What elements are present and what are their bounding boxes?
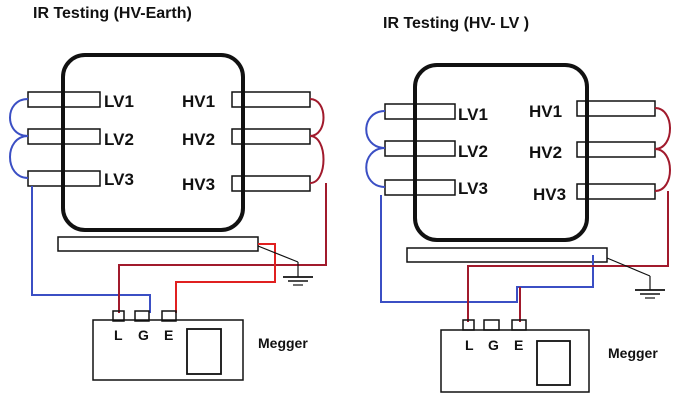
right-lv-short-2 (365, 147, 386, 188)
right-transformer-tank (413, 63, 589, 242)
left-hv3-label: HV3 (182, 175, 215, 194)
right-lv3-label: LV3 (458, 179, 488, 198)
right-megger-terminal-l (462, 319, 475, 331)
left-megger-display (186, 328, 222, 375)
left-megger-terminal-l (112, 310, 125, 322)
right-terminal-l-label: L (465, 337, 474, 353)
left-lv1-label: LV1 (104, 92, 134, 111)
left-transformer-tank (61, 53, 245, 232)
left-megger-terminal-e (161, 310, 177, 322)
right-lv2-bushing (384, 140, 456, 157)
left-earth-lead (175, 243, 276, 313)
left-terminal-e-label: E (164, 327, 173, 343)
right-hv1-label: HV1 (529, 102, 562, 121)
left-lv-short-2 (9, 135, 29, 179)
left-base-plate (57, 236, 259, 252)
right-hv-short-2 (654, 148, 671, 192)
right-hv-lead (467, 191, 669, 322)
right-megger-label: Megger (608, 345, 658, 361)
left-megger-box (92, 319, 244, 381)
right-hv-short-1 (654, 107, 671, 150)
left-hv1-label: HV1 (182, 92, 215, 111)
right-hv2-label: HV2 (529, 143, 562, 162)
right-diagram: IR Testing (HV- LV ) LV1 LV2 LV3 HV1 HV2… (365, 15, 671, 393)
left-lv2-label: LV2 (104, 130, 134, 149)
left-megger-label: Megger (258, 335, 308, 351)
right-lv1-label: LV1 (458, 105, 488, 124)
left-hv-short-2 (309, 135, 325, 184)
right-megger-terminal-e (511, 319, 527, 331)
right-megger-terminal-g (483, 319, 500, 331)
left-lv-lead (31, 186, 151, 313)
right-lv1-bushing (384, 103, 456, 120)
left-lv-short-1 (9, 98, 29, 137)
left-lv3-label: LV3 (104, 170, 134, 189)
right-title: IR Testing (HV- LV ) (383, 15, 529, 32)
right-lv-lead (380, 195, 594, 303)
right-lv3-bushing (384, 179, 456, 196)
left-terminal-l-label: L (114, 327, 123, 343)
left-hv-lead (118, 183, 327, 313)
left-megger-terminal-g (134, 310, 150, 322)
right-terminal-e-label: E (514, 337, 523, 353)
left-title: IR Testing (HV-Earth) (33, 5, 192, 22)
right-terminal-g-label: G (488, 337, 499, 353)
left-terminal-g-label: G (138, 327, 149, 343)
left-hv-short-1 (309, 98, 325, 137)
right-hv3-label: HV3 (533, 185, 566, 204)
right-lv-short-1 (365, 110, 386, 149)
right-ground-symbol (606, 257, 665, 299)
right-megger-display (536, 340, 571, 386)
left-diagram: IR Testing (HV-Earth) LV1 LV2 LV3 HV1 HV… (9, 5, 327, 381)
right-base-plate (406, 247, 608, 263)
left-hv2-label: HV2 (182, 130, 215, 149)
left-ground-symbol (257, 245, 313, 286)
right-lv2-label: LV2 (458, 142, 488, 161)
